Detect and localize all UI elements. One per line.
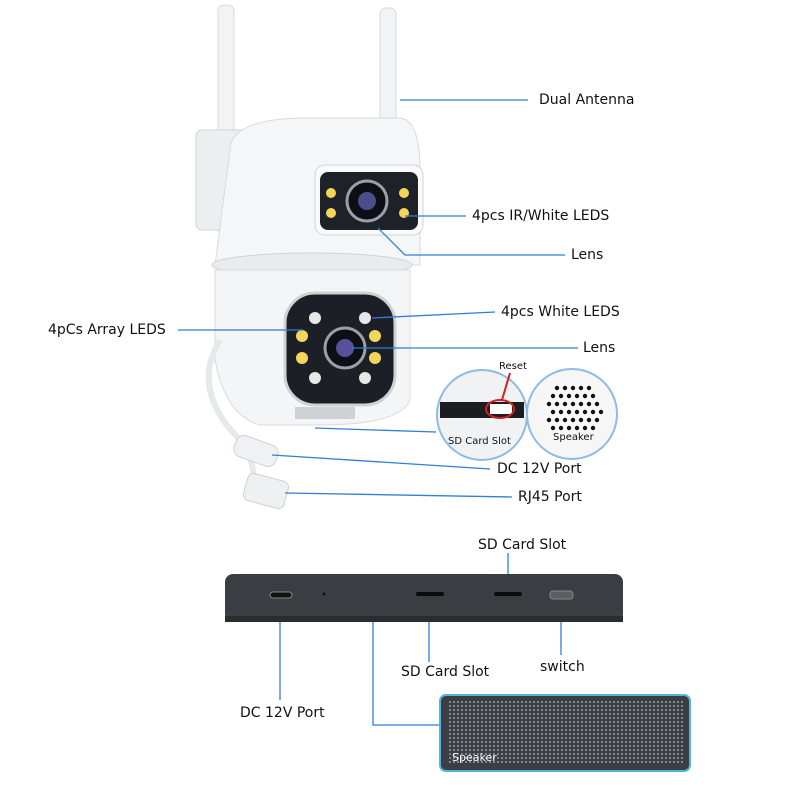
- label-speaker: Speaker: [452, 751, 497, 764]
- dc-port: [269, 591, 293, 599]
- label-lens-bottom: Lens: [583, 340, 616, 356]
- speaker-grille: [295, 407, 355, 419]
- label-dual-antenna: Dual Antenna: [539, 92, 635, 108]
- dc-connector: [233, 434, 279, 468]
- sd-slot: [416, 592, 444, 596]
- label-lens-top: Lens: [571, 247, 604, 263]
- nvr-box: [225, 574, 623, 622]
- reset-marker: [485, 399, 515, 419]
- label-sd-inset: SD Card Slot: [448, 436, 511, 447]
- switch: [549, 590, 574, 600]
- camera-illustration: [195, 4, 424, 510]
- label-sd-top: SD Card Slot: [478, 537, 567, 553]
- label-ir-white-leds: 4pcs IR/White LEDS: [472, 208, 610, 224]
- label-array-leds: 4pCs Array LEDS: [48, 322, 166, 338]
- rj45-connector: [242, 472, 290, 510]
- speaker-inset: [526, 368, 618, 460]
- label-switch: switch: [540, 659, 585, 675]
- label-dc-port-camera: DC 12V Port: [497, 461, 582, 477]
- label-sd-slot: SD Card Slot: [401, 664, 490, 680]
- sd-slot-2: [494, 592, 522, 596]
- label-rj45: RJ45 Port: [518, 489, 582, 505]
- label-dc-port-box: DC 12V Port: [240, 705, 325, 721]
- label-reset: Reset: [499, 361, 527, 372]
- speaker-panel: [439, 694, 691, 772]
- label-white-leds: 4pcs White LEDS: [501, 304, 620, 320]
- label-speaker-inset: Speaker: [553, 432, 594, 443]
